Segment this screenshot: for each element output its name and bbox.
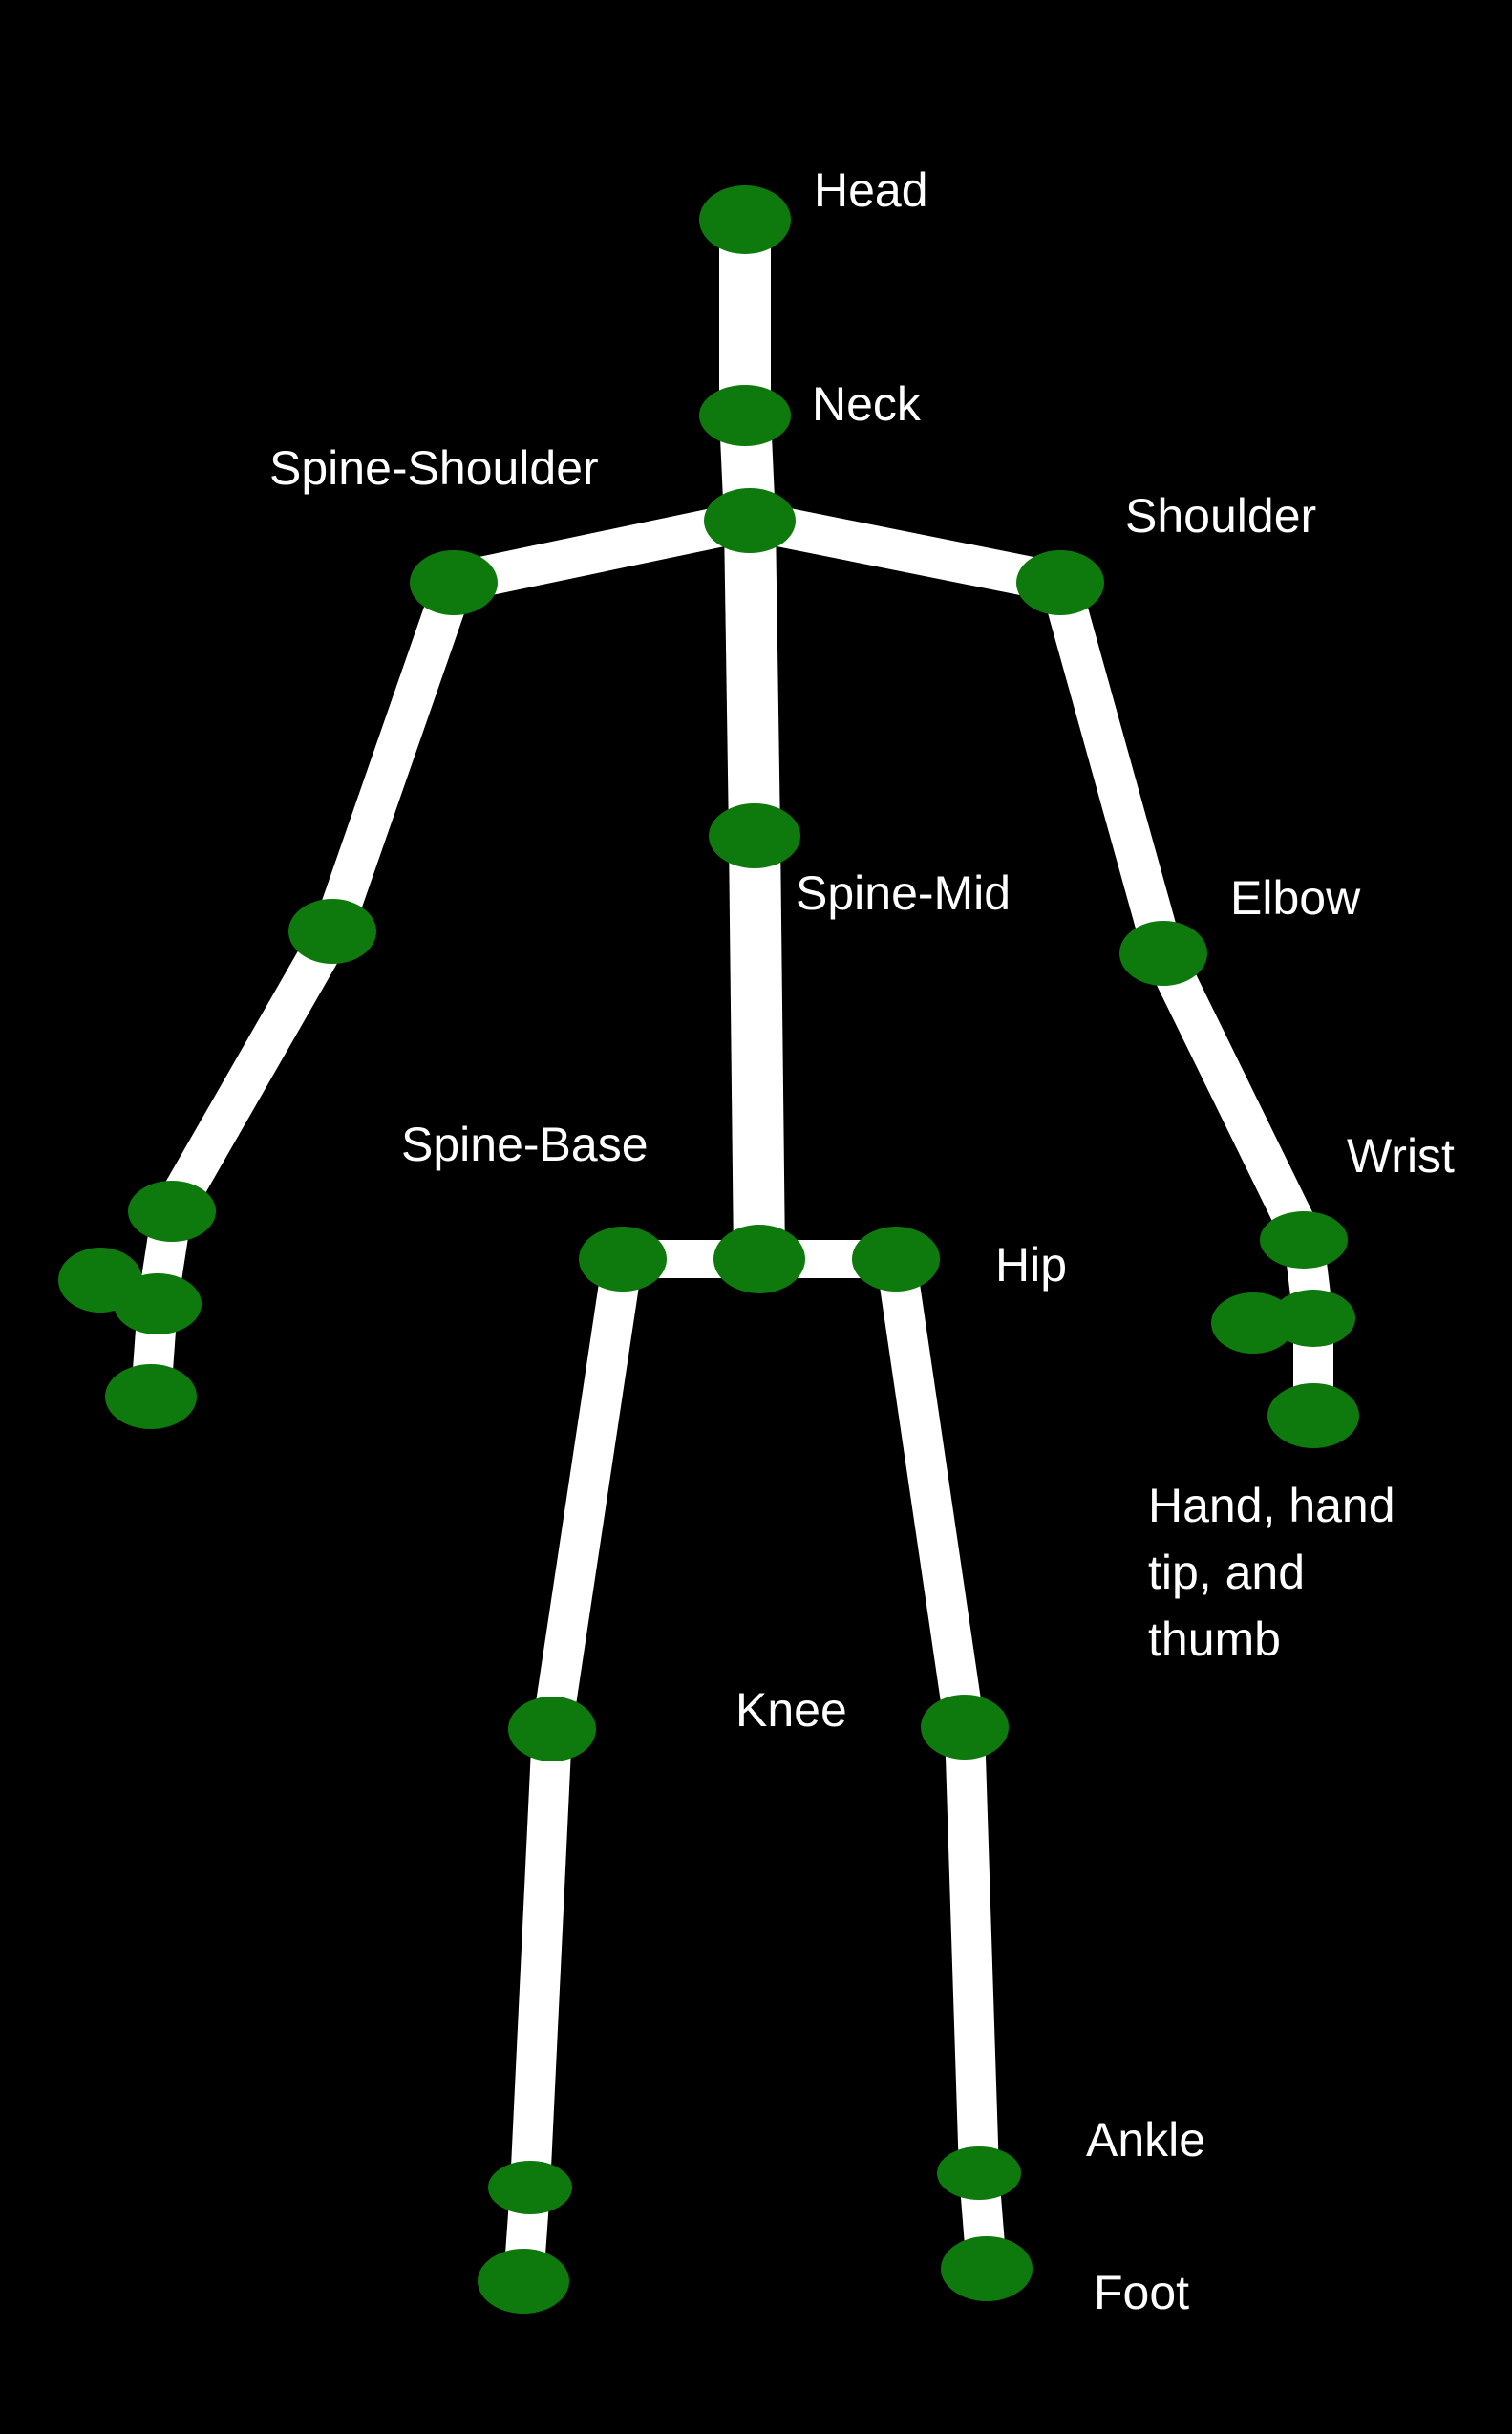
joint-left-hip	[579, 1227, 667, 1292]
joint-right-foot	[941, 2236, 1033, 2301]
label-neck: Neck	[812, 377, 922, 431]
bone-right-hip-knee	[876, 1239, 985, 1747]
label-shoulder: Shoulder	[1125, 489, 1316, 543]
bone-right-elbow-wrist	[1143, 933, 1324, 1260]
joint-right-thumb	[1211, 1292, 1295, 1354]
label-wrist: Wrist	[1347, 1129, 1455, 1183]
joint-right-hand	[1271, 1290, 1355, 1347]
label-hand-line3: thumb	[1148, 1612, 1281, 1666]
label-spine-base: Spine-Base	[401, 1118, 649, 1171]
bone-spine-shoulder-left-shoulder	[434, 501, 770, 603]
bone-left-hip-knee	[532, 1239, 643, 1749]
bone-spine-shoulder-right-shoulder	[730, 501, 1080, 603]
label-hip: Hip	[995, 1238, 1067, 1292]
skeleton-joints	[58, 185, 1359, 2314]
label-knee: Knee	[735, 1683, 847, 1737]
joint-right-shoulder	[1016, 550, 1104, 615]
joint-labels: Head Neck Spine-Shoulder Shoulder Spine-…	[269, 163, 1455, 2319]
joint-neck	[699, 385, 791, 446]
joint-right-hip	[852, 1227, 940, 1292]
label-spine-mid: Spine-Mid	[796, 866, 1011, 920]
joint-left-hand-tip	[105, 1364, 197, 1429]
label-head: Head	[814, 163, 928, 217]
joint-right-knee	[921, 1695, 1009, 1760]
bone-right-shoulder-elbow	[1040, 563, 1183, 973]
joint-left-elbow	[288, 899, 376, 964]
bone-spine-mid-spine-base	[729, 810, 785, 1285]
joint-right-elbow	[1119, 921, 1207, 986]
label-spine-shoulder: Spine-Shoulder	[269, 441, 599, 495]
joint-spine-shoulder	[704, 488, 796, 553]
bone-left-elbow-wrist	[152, 911, 352, 1231]
joint-left-wrist	[128, 1181, 216, 1242]
joint-right-ankle	[937, 2146, 1021, 2200]
label-hand-line2: tip, and	[1148, 1546, 1305, 1599]
label-ankle: Ankle	[1086, 2113, 1205, 2167]
label-elbow: Elbow	[1230, 871, 1361, 925]
joint-left-ankle	[488, 2161, 572, 2214]
bone-left-knee-ankle	[510, 1709, 572, 2208]
joint-right-hand-tip	[1267, 1383, 1359, 1448]
label-hand-line1: Hand, hand	[1148, 1479, 1395, 1532]
joint-left-shoulder	[410, 550, 498, 615]
joint-head	[699, 185, 791, 254]
joint-left-hand	[114, 1273, 202, 1334]
joint-left-foot	[478, 2249, 569, 2314]
joint-spine-mid	[709, 803, 800, 868]
joint-spine-base	[713, 1225, 805, 1293]
joint-left-knee	[508, 1697, 596, 1761]
bone-left-shoulder-elbow	[312, 563, 474, 951]
joint-right-wrist	[1260, 1211, 1348, 1269]
label-foot: Foot	[1094, 2266, 1189, 2319]
bone-right-knee-ankle	[945, 1707, 999, 2193]
bone-spine-shoulder-spine-mid	[724, 495, 780, 862]
